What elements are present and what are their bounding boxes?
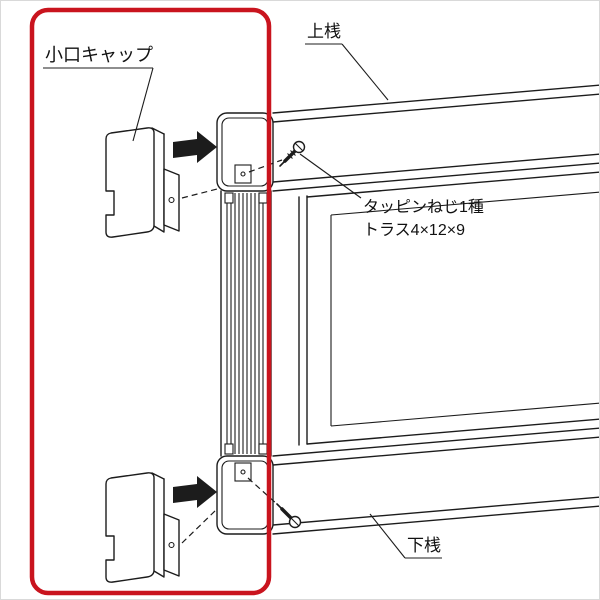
- label-bottom-rail: 下桟: [369, 513, 442, 559]
- screw-top-guide-line: [248, 159, 283, 173]
- vertical-stile-drawing: [220, 190, 272, 457]
- screw-label-line1: タッピンねじ1種: [363, 198, 484, 216]
- end-cap-thickness-bottom: [153, 225, 165, 233]
- bottom-rail-drawing: [216, 427, 599, 535]
- top-rail-bottom-edge: [272, 162, 599, 192]
- top-rail-screw-boss: [234, 164, 252, 184]
- screw-slot: [291, 518, 299, 526]
- stile-hatching: [226, 193, 264, 454]
- label-top-rail: 上桟: [305, 22, 389, 101]
- end-cap-flange-hole: [168, 196, 175, 204]
- bottom-rail-label: 下桟: [407, 536, 441, 555]
- bottom-rail-lower-strip: [272, 496, 599, 526]
- top-rail-lower-strip: [272, 153, 599, 183]
- end-cap-top: [105, 127, 180, 238]
- insert-arrow-top-icon: [173, 131, 217, 163]
- bottom-rail-bottom-edge: [272, 505, 599, 535]
- cap-bottom-guide-line: [181, 508, 218, 544]
- screw-label-line2: トラス4×12×9: [363, 222, 465, 239]
- screw-tip: [276, 503, 283, 510]
- screw-bottom-guide-line: [247, 477, 279, 506]
- stile-hook-top-left: [224, 192, 234, 204]
- stile-hook-bottom-right: [258, 443, 268, 455]
- label-leader-line: [132, 67, 154, 142]
- screw-tip: [279, 160, 286, 167]
- panel-frame-inner-top: [330, 191, 599, 216]
- bottom-rail-screw-hole: [240, 469, 246, 475]
- label-screw: タッピンねじ1種 トラス4×12×9: [299, 153, 484, 239]
- stile-hook-bottom-left: [224, 443, 234, 455]
- end-cap-thickness-top: [151, 127, 165, 135]
- insert-arrow-bottom-icon: [173, 476, 217, 508]
- label-leader-line: [299, 153, 362, 199]
- label-leader-line: [341, 43, 389, 101]
- top-rail-label: 上桟: [307, 22, 341, 41]
- top-rail-end-face: [216, 112, 274, 192]
- screw-top: [279, 140, 306, 167]
- panel-drawing: [298, 171, 599, 446]
- screw-thread: [287, 153, 293, 159]
- label-leader-line: [369, 513, 406, 559]
- top-rail-drawing: [216, 84, 599, 192]
- panel-bottom-edge: [306, 418, 599, 445]
- cap-top-guide-line: [181, 188, 218, 199]
- panel-top-edge: [306, 171, 599, 198]
- top-rail-screw-hole: [240, 171, 246, 177]
- screw-thread: [290, 150, 296, 156]
- end-cap-bottom: [105, 472, 180, 583]
- screw-slot: [295, 143, 303, 151]
- end-cap-label: 小口キャップ: [45, 45, 153, 65]
- bottom-rail-front-corner: [272, 436, 599, 466]
- top-rail-top-edge: [272, 84, 599, 114]
- label-end-cap: 小口キャップ: [43, 45, 154, 142]
- stile-hook-top-right: [258, 192, 268, 204]
- bottom-rail-end-face: [216, 455, 274, 535]
- highlight-box: [29, 7, 272, 596]
- top-rail-front-corner: [272, 93, 599, 123]
- end-cap-plate: [105, 127, 155, 238]
- panel-frame-inner-bottom: [330, 402, 599, 427]
- screw-bottom: [276, 503, 302, 529]
- bottom-rail-top-edge: [272, 427, 599, 457]
- bottom-rail-screw-boss: [234, 462, 252, 482]
